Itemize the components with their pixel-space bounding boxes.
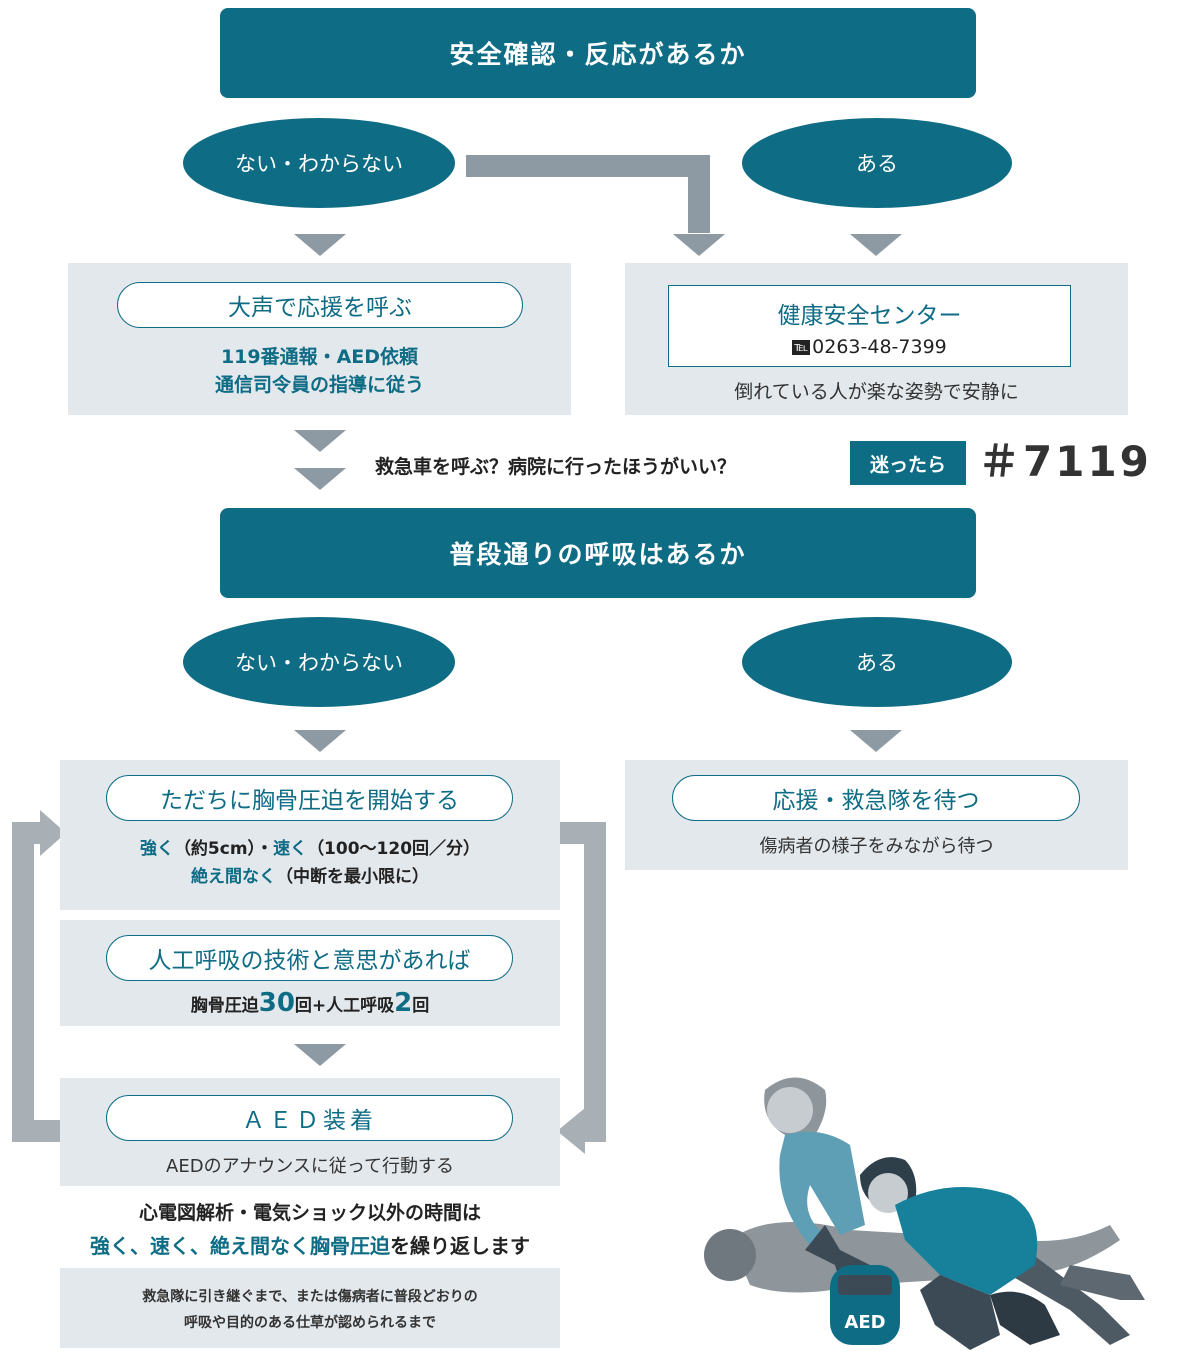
down-arrow-icon [673, 234, 725, 256]
breathing-banner: 普段通りの呼吸はあるか [220, 508, 976, 598]
ratio-breaths: 2 [394, 988, 413, 1018]
repeat-line2: 強く、速く、絶え間なく胸骨圧迫を繰り返します [20, 1230, 600, 1259]
follow-dispatcher-text: 通信司令員の指導に従う [214, 374, 424, 396]
loop-bar-left-top [12, 822, 42, 844]
consult-number: ＃7119 [978, 437, 1152, 486]
wait-note: 傷病者の様子をみながら待つ [759, 836, 994, 857]
compression-line2: 絶え間なく（中断を最小限に） [60, 862, 560, 887]
until-panel [60, 1268, 560, 1348]
loop-bar-left-vertical [12, 822, 34, 1142]
ratio-part-a: 胸骨圧迫 [190, 996, 259, 1016]
loop-bar-right-vertical [584, 822, 606, 1142]
no-reaction-oval: ない・わからない [183, 118, 455, 208]
phone-icon: ℡ [792, 340, 811, 355]
safety-check-banner: 安全確認・反応があるか [220, 8, 976, 98]
reaction-yes-oval: ある [742, 118, 1012, 208]
health-center-phone-number: 0263-48-7399 [812, 336, 947, 358]
ratio-part-b: 回+人工呼吸 [294, 996, 395, 1016]
compression-title: ただちに胸骨圧迫を開始する [106, 775, 513, 821]
call-119-text: 119番通報・AED依頼 [220, 346, 419, 368]
continuous-text: 絶え間なく [191, 867, 276, 887]
connector-bar-vertical [688, 155, 710, 233]
repeat-line1: 心電図解析・電気ショック以外の時間は [138, 1202, 481, 1224]
loop-bar-right-bottom [584, 1120, 606, 1142]
down-arrow-icon [294, 468, 346, 490]
rescuer-man-figure [860, 1157, 1060, 1350]
down-arrow-icon [294, 1044, 346, 1066]
call-help-title: 大声で応援を呼ぶ [117, 282, 523, 328]
consult-question: 救急車を呼ぶ？病院に行ったほうがいい？ [375, 456, 737, 478]
aed-device-label: AED [844, 1312, 885, 1333]
loop-arrow-right-icon [557, 1108, 585, 1154]
aed-note: AEDのアナウンスに従って行動する [166, 1156, 454, 1177]
fast-text: 速く [273, 839, 308, 859]
repeat-suffix: を繰り返します [390, 1234, 530, 1258]
strong-text: 強く [139, 839, 174, 859]
ratio-compressions: 30 [258, 988, 295, 1018]
rescue-breath-ratio: 胸骨圧迫30回+人工呼吸2回 [60, 988, 560, 1018]
cpr-illustration: AED [704, 1077, 1145, 1350]
rate-text: （100〜120回／分） [307, 839, 481, 859]
depth-text: （約5cm）・ [173, 839, 274, 859]
ratio-part-c: 回 [412, 996, 430, 1016]
wait-title: 応援・救急隊を待つ [672, 775, 1080, 821]
minimize-interruption-text: （中断を最小限に） [276, 867, 429, 887]
down-arrow-icon [850, 234, 902, 256]
compression-line1: 強く（約5cm）・速く（100〜120回／分） [60, 834, 560, 859]
no-breathing-oval: ない・わからない [183, 617, 455, 707]
health-center-box [668, 285, 1071, 367]
until-line2: 呼吸や目的のある仕草が認められるまで [184, 1315, 436, 1331]
breathing-yes-oval: ある [742, 617, 1012, 707]
down-arrow-icon [294, 730, 346, 752]
aed-device-icon: AED [830, 1265, 900, 1345]
health-center-name: 健康安全センター [777, 303, 962, 329]
consult-badge: 迷ったら [850, 441, 966, 485]
health-center-note: 倒れている人が楽な姿勢で安静に [734, 381, 1019, 403]
aed-title: ＡＥＤ装着 [106, 1095, 513, 1141]
down-arrow-icon [294, 430, 346, 452]
until-line1: 救急隊に引き継ぐまで、または傷病者に普段どおりの [142, 1289, 478, 1305]
rescue-breath-title: 人工呼吸の技術と意思があれば [106, 935, 513, 981]
down-arrow-icon [850, 730, 902, 752]
repeat-emphasis: 強く、速く、絶え間なく胸骨圧迫 [90, 1234, 390, 1258]
connector-bar [466, 155, 710, 177]
down-arrow-icon [294, 234, 346, 256]
